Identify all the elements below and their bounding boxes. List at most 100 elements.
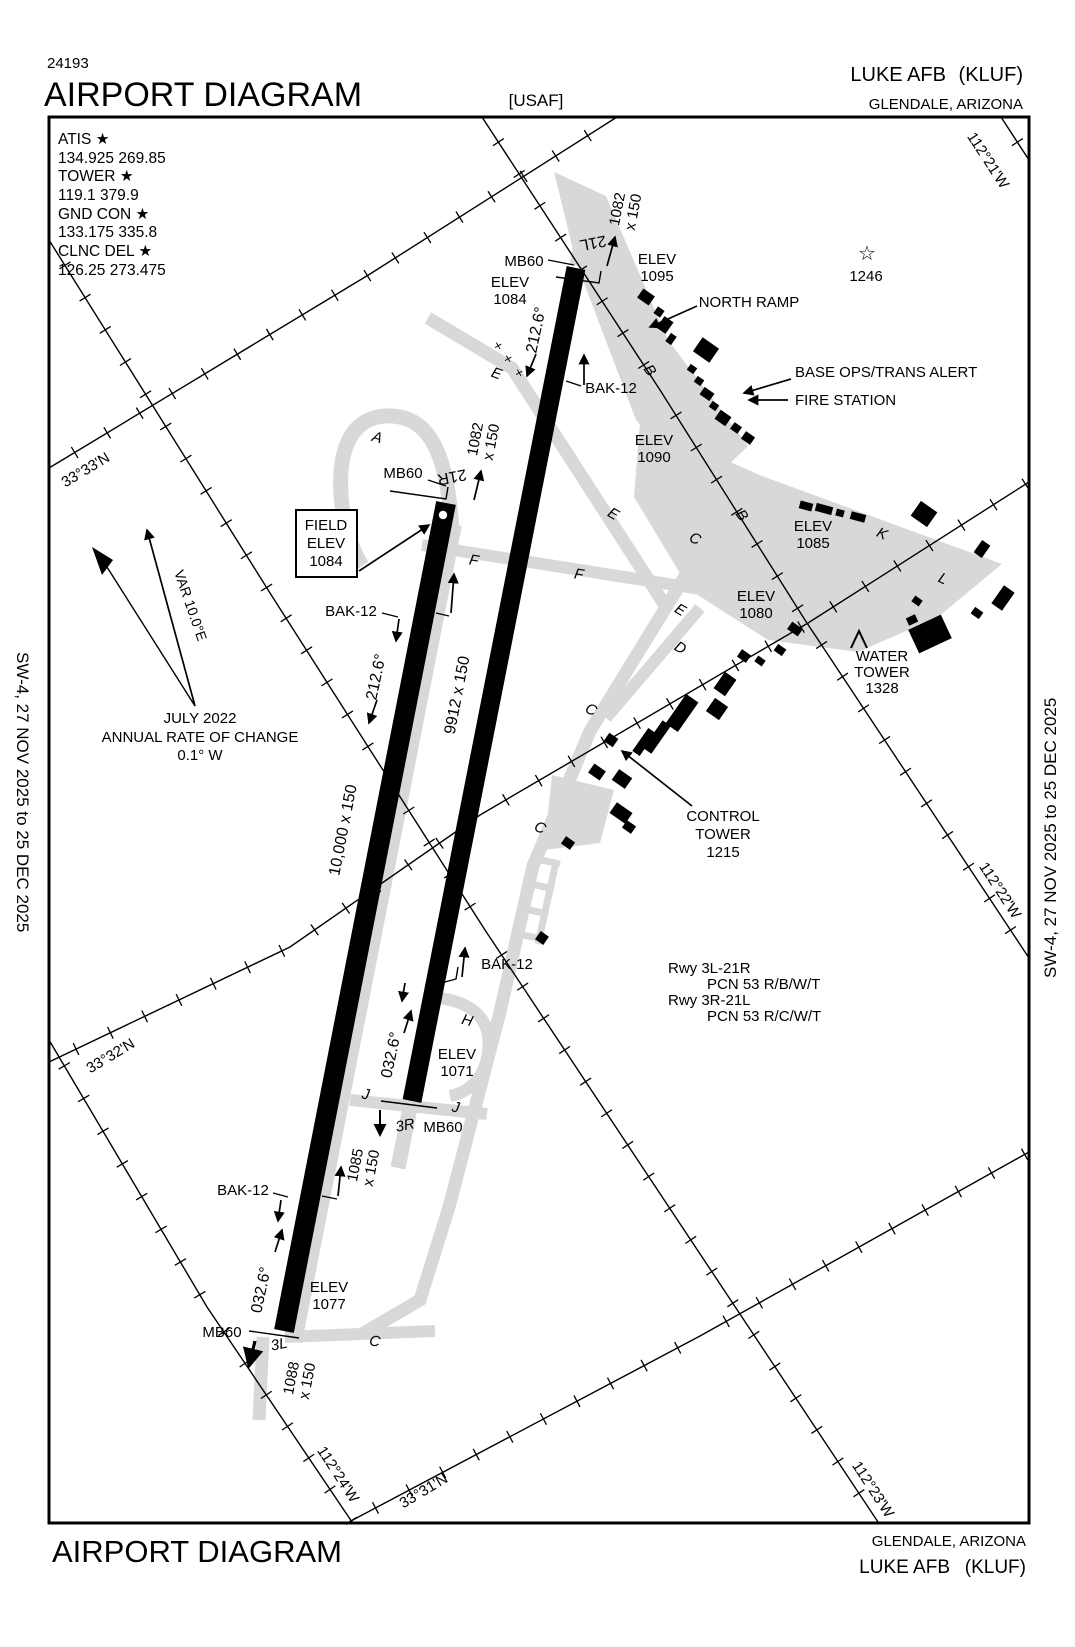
graticule-tick	[472, 1448, 480, 1461]
graticule-tick	[727, 1299, 739, 1308]
building	[692, 337, 720, 363]
pcn-rwy1-value: PCN 53 R/B/W/T	[707, 976, 820, 993]
graticule-tick	[1004, 925, 1017, 935]
elev-1077: 1077	[312, 1296, 345, 1313]
fire-station-label: FIRE STATION	[795, 392, 896, 409]
graticule-tick	[684, 1235, 697, 1245]
graticule-tick	[539, 1412, 548, 1426]
building	[588, 763, 606, 781]
graticule-tick	[617, 329, 629, 338]
runways	[274, 266, 586, 1333]
graticule-tick	[70, 446, 79, 459]
water-tower-label-1: WATER	[856, 648, 909, 665]
comm-frequencies: ATIS ★ 134.925 269.85 TOWER ★ 119.1 379.…	[58, 131, 166, 279]
longitude-line-11223	[48, 239, 879, 1523]
overrun-3r-bracket	[380, 1100, 438, 1109]
graticule-tick	[534, 201, 546, 210]
graticule-tick	[1020, 1148, 1029, 1161]
graticule-tick	[260, 1390, 273, 1400]
graticule-tick	[502, 793, 510, 806]
taxiway-c	[358, 548, 706, 1340]
building	[643, 720, 671, 754]
heading-212-arrow-1	[525, 353, 537, 378]
graticule-tick	[159, 422, 172, 431]
elev-1095: 1095	[640, 268, 673, 285]
graticule-tick	[404, 859, 413, 871]
graticule-tick	[391, 252, 400, 264]
overrun-21r-bracket	[389, 486, 449, 500]
base-ops-label: BASE OPS/TRANS ALERT	[795, 364, 977, 381]
graticule-tick	[788, 1278, 797, 1291]
graticule-tick	[663, 1204, 676, 1213]
runway-3l-21r	[274, 501, 456, 1333]
chart-number: 24193	[47, 55, 89, 72]
longitude-line-11224	[48, 1039, 353, 1523]
graticule-tick	[106, 1026, 114, 1039]
graticule-tick	[265, 328, 274, 341]
graticule-tick	[730, 507, 743, 516]
building	[798, 500, 814, 512]
building	[708, 400, 720, 412]
page-title: AIRPORT DIAGRAM	[44, 76, 362, 114]
runway-3r-21l	[402, 266, 586, 1103]
graticule-tick	[748, 1330, 760, 1340]
bak12-label-3: BAK-12	[481, 956, 533, 973]
building	[814, 502, 834, 516]
graticule-tick	[790, 1394, 802, 1403]
graticule-tick	[579, 1077, 592, 1086]
taxiway-label-a: A	[369, 428, 384, 447]
building	[535, 931, 549, 945]
bak12-label-4: BAK-12	[217, 1182, 269, 1199]
overrun-21r-arrow	[473, 469, 485, 501]
mb60-21r-leader	[427, 479, 447, 487]
elev-word: ELEV	[638, 251, 676, 268]
elev-1090: 1090	[637, 449, 670, 466]
building	[621, 820, 637, 834]
base-ops-arrow	[742, 378, 792, 396]
graticule-tick	[77, 1094, 90, 1103]
edition-left: SW-4, 27 NOV 2025 to 25 DEC 2025	[13, 652, 32, 932]
comm-line: 134.925 269.85	[58, 150, 166, 167]
graticule-tick	[878, 735, 891, 745]
graticule-tick	[139, 390, 152, 399]
building	[603, 732, 619, 748]
graticule-tick	[853, 1489, 865, 1498]
latitude-line-3332	[48, 481, 1030, 1063]
building	[740, 431, 756, 445]
runway-id-3l: 3L	[269, 1335, 289, 1355]
graticule-tick	[200, 486, 212, 495]
graticule-tick	[710, 475, 723, 484]
field-elevation-box: FIELD ELEV 1084	[295, 509, 358, 578]
variation-arrow-line	[99, 555, 196, 707]
field-elev-arrow	[358, 524, 431, 572]
heading-032-label-1: 032.6°	[378, 1031, 404, 1080]
building	[973, 539, 991, 559]
water-tower-icon	[850, 628, 868, 649]
taxiway-d	[601, 604, 705, 722]
variation-label: VAR 10.0°E	[171, 568, 210, 643]
graticule-tick	[155, 1225, 167, 1234]
graticule-tick	[281, 1422, 294, 1431]
taxiway-e	[424, 312, 674, 614]
bak12-4-arrow-down	[273, 1199, 285, 1223]
graticule-tick	[97, 1127, 109, 1136]
heading-032-arrow-2	[273, 1228, 285, 1253]
graticule-tick	[642, 1172, 655, 1181]
building	[665, 332, 677, 346]
graticule-tick	[362, 742, 374, 751]
graticule-tick	[103, 426, 112, 439]
graticule-tick	[600, 1109, 613, 1118]
elev-word: ELEV	[491, 274, 529, 291]
overrun-dim-3r-2: x 150	[360, 1149, 384, 1188]
graticule-tick	[606, 1377, 615, 1390]
variation-rate-label: ANNUAL RATE OF CHANGE	[102, 729, 299, 746]
latitude-line-3333	[48, 116, 618, 469]
graticule-tick	[637, 360, 650, 370]
taxiway-label-e: E	[489, 364, 505, 384]
taxiway-label-j: J	[360, 1085, 372, 1103]
graticule-tick	[298, 308, 307, 321]
overrun-dim-21r-2: x 150	[480, 423, 504, 462]
overrun-dim-21l-2: x 150	[622, 193, 646, 232]
graticule-tick	[244, 961, 251, 974]
